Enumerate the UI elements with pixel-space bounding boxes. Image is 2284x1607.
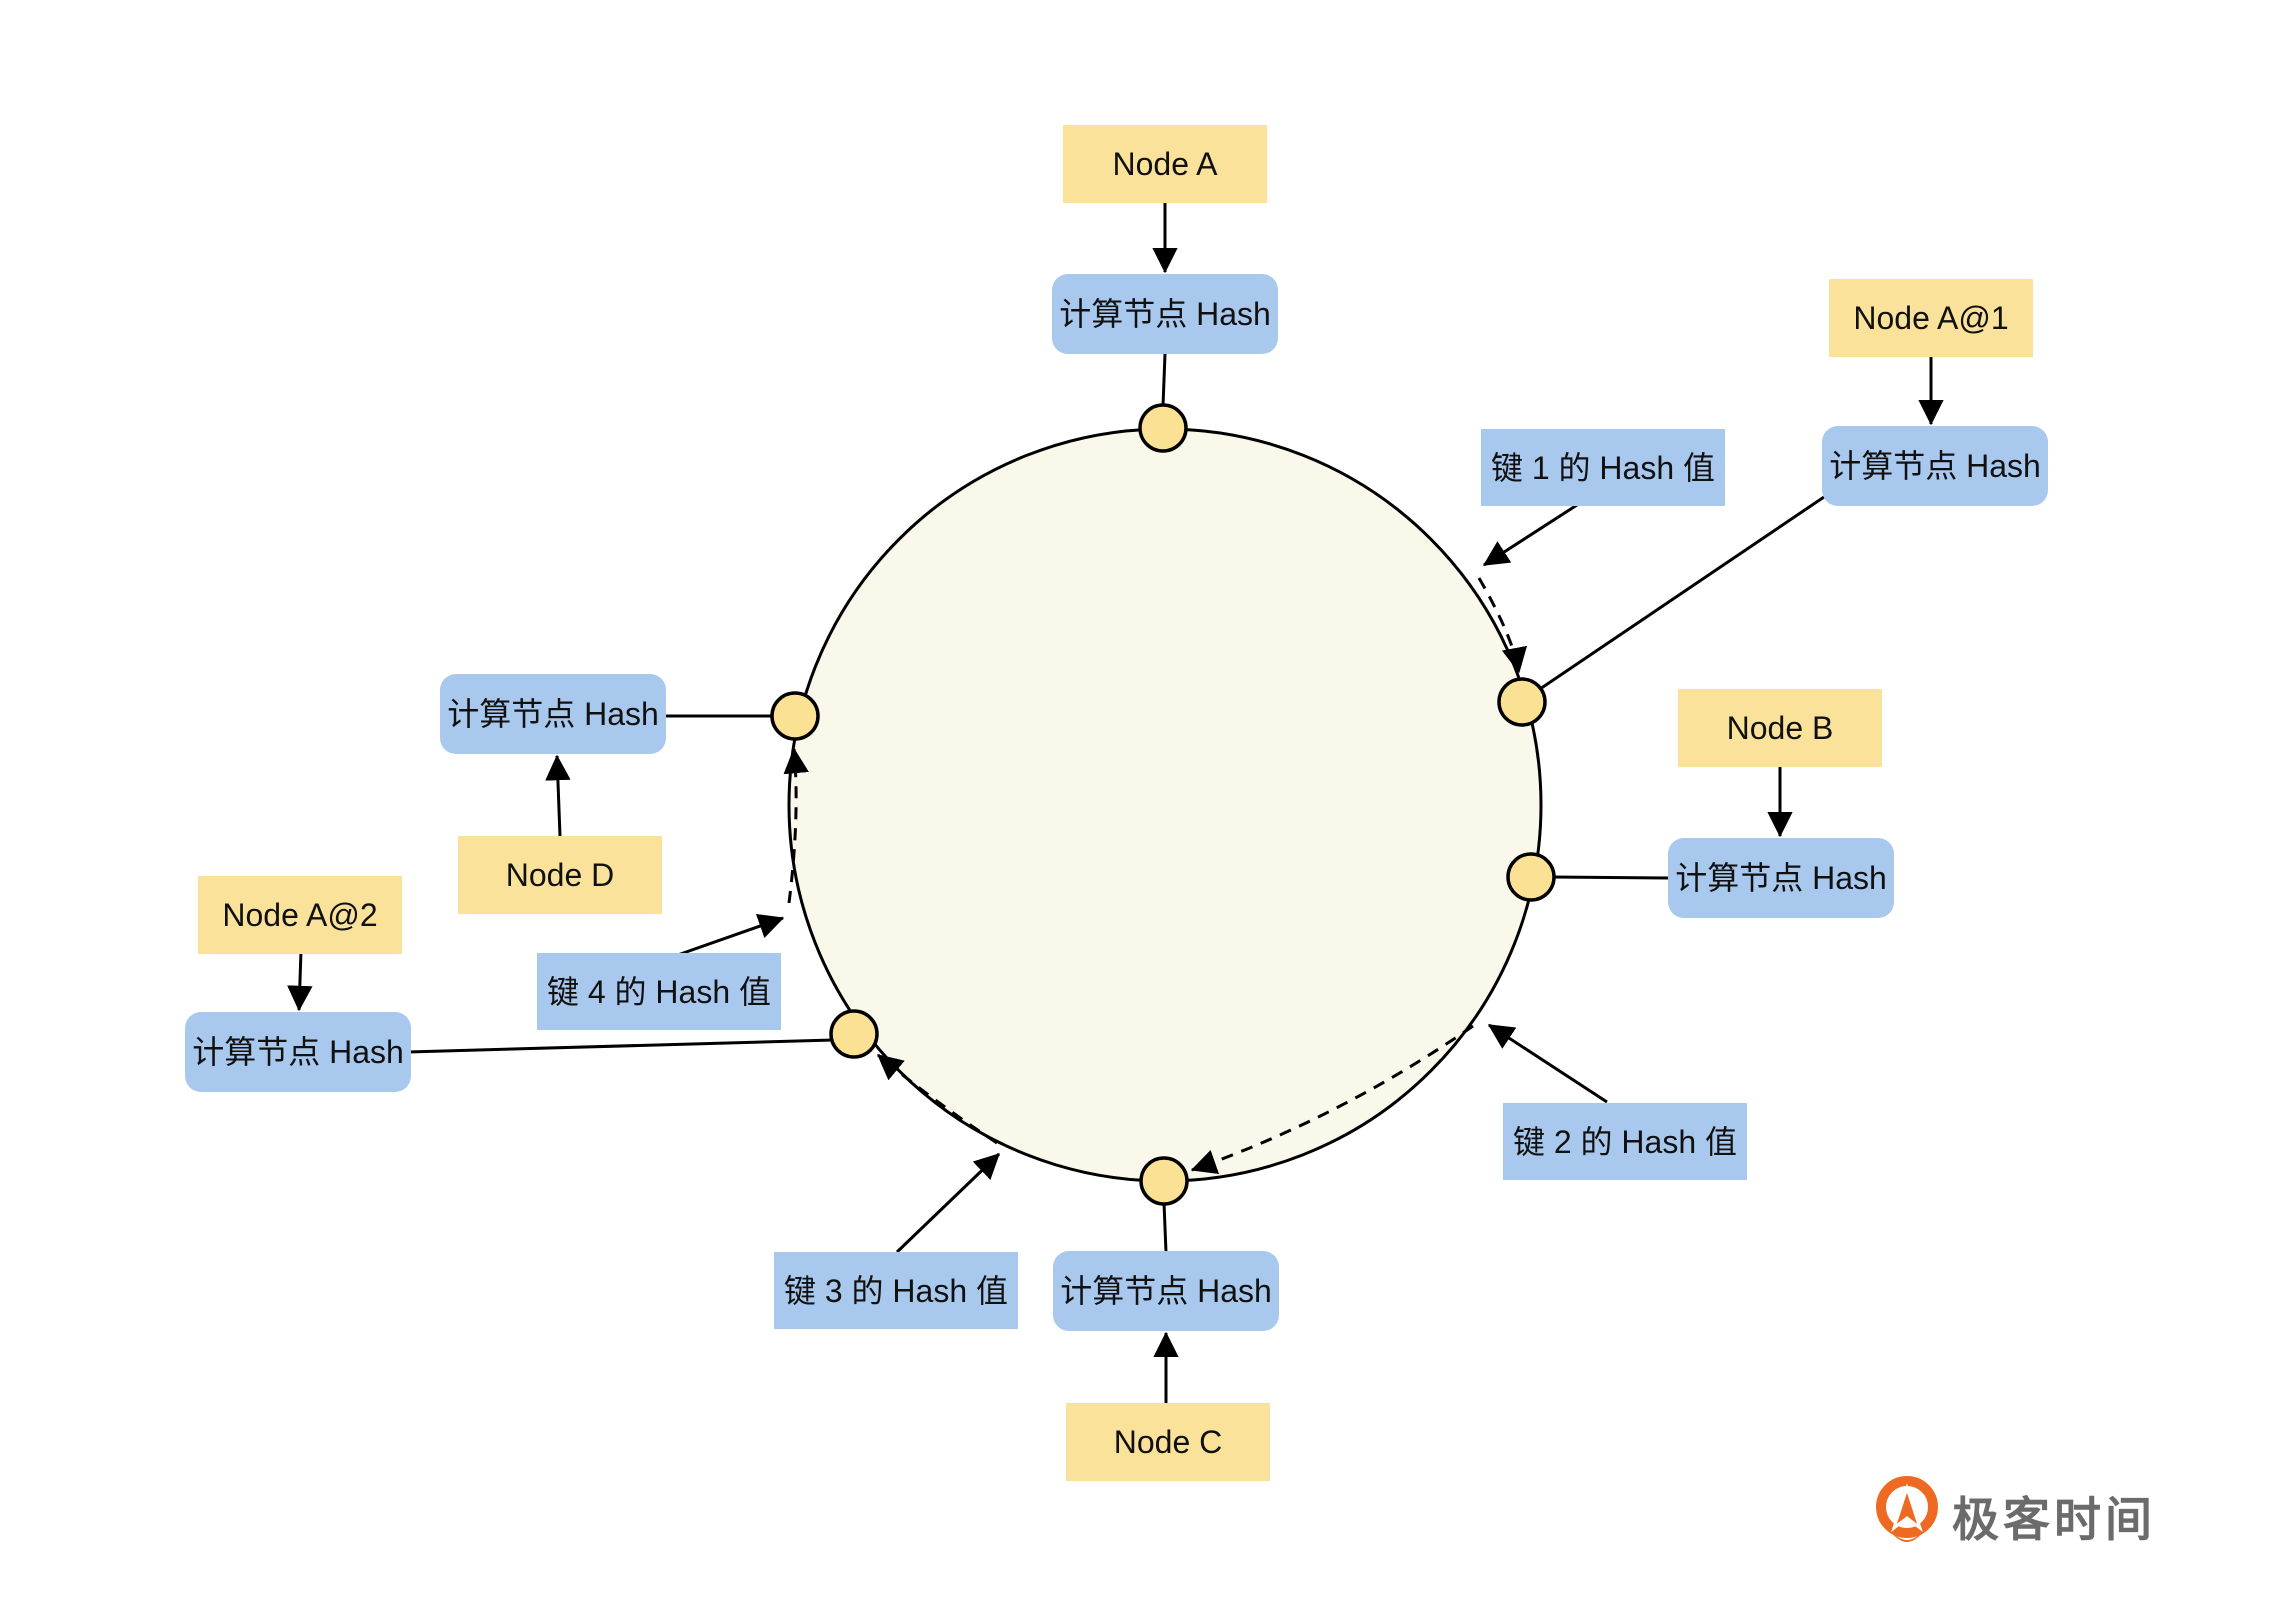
arrow-key3-to-ring bbox=[895, 1152, 1001, 1254]
hash-box-node-a: 计算节点 Hash bbox=[1052, 274, 1278, 354]
key2-hash-box: 键 2 的 Hash 值 bbox=[1503, 1103, 1747, 1180]
connector-hash-a2-to-ring bbox=[407, 1038, 834, 1054]
arrow-key4-to-ring bbox=[671, 914, 785, 959]
connector-hash-b-to-ring bbox=[1551, 875, 1669, 880]
arrow-node-d-to-hash bbox=[545, 754, 571, 837]
hash-box-node-a2: 计算节点 Hash bbox=[185, 1012, 411, 1092]
geektime-logo-icon bbox=[1876, 1476, 1938, 1542]
node-a-box: Node A bbox=[1063, 125, 1267, 203]
dashed-key1-to-node-a1 bbox=[1477, 577, 1528, 674]
node-a2-box: Node A@2 bbox=[198, 876, 402, 954]
ring-node-a bbox=[1138, 403, 1188, 453]
hash-ring-circle bbox=[787, 427, 1543, 1183]
node-a1-box: Node A@1 bbox=[1829, 279, 2033, 357]
ring-node-b bbox=[1506, 852, 1556, 902]
dashed-key3-to-node-a2 bbox=[877, 1053, 998, 1145]
node-b-box: Node B bbox=[1678, 689, 1882, 767]
hash-box-node-b: 计算节点 Hash bbox=[1668, 838, 1894, 918]
arrow-lines bbox=[287, 203, 1944, 1404]
ring-nodes bbox=[770, 403, 1556, 1206]
arrow-key1-to-ring bbox=[1482, 503, 1578, 567]
arrow-node-a2-to-hash bbox=[287, 950, 313, 1012]
dashed-clockwise-arrows bbox=[783, 577, 1528, 1174]
ring-node-d bbox=[770, 691, 820, 741]
ring-node-a2 bbox=[829, 1009, 879, 1059]
ring-node-a1 bbox=[1497, 677, 1547, 727]
hash-box-node-a1: 计算节点 Hash bbox=[1822, 426, 2048, 506]
key4-hash-box: 键 4 的 Hash 值 bbox=[537, 953, 781, 1030]
dashed-key2-to-node-c bbox=[1190, 1024, 1474, 1174]
connector-hash-a1-to-ring bbox=[1536, 495, 1825, 693]
arrow-key2-to-ring bbox=[1487, 1023, 1608, 1104]
connector-lines bbox=[407, 353, 1825, 1253]
connector-hash-c-to-ring bbox=[1162, 1202, 1168, 1253]
geektime-logo: 极客时间 bbox=[1876, 1476, 2156, 1554]
connector-hash-a-to-ring bbox=[1161, 353, 1167, 407]
hash-box-node-d: 计算节点 Hash bbox=[440, 674, 666, 754]
ring-node-c bbox=[1139, 1156, 1189, 1206]
hash-box-node-c: 计算节点 Hash bbox=[1053, 1251, 1279, 1331]
node-c-box: Node C bbox=[1066, 1403, 1270, 1481]
key3-hash-box: 键 3 的 Hash 值 bbox=[774, 1252, 1018, 1329]
key1-hash-box: 键 1 的 Hash 值 bbox=[1481, 429, 1725, 506]
node-d-box: Node D bbox=[458, 836, 662, 914]
geektime-logo-text: 极客时间 bbox=[1952, 1492, 2156, 1546]
